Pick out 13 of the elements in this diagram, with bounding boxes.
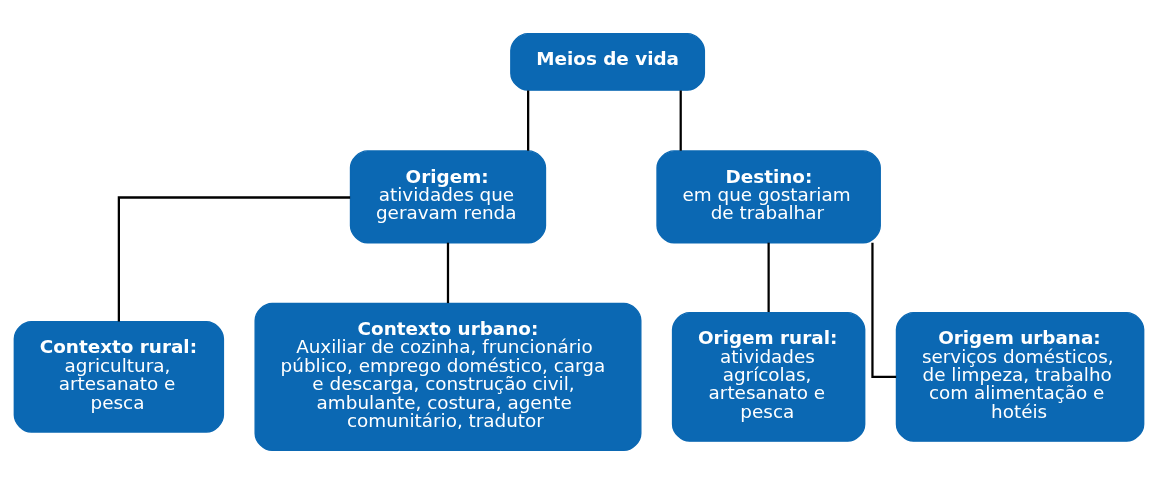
- connector: [527, 90, 530, 151]
- node-box: Destino: em que gostariam de trabalhar: [656, 150, 881, 244]
- node-box: Meios de vida: [510, 32, 706, 91]
- node-box: Contexto rural: agricultura, artesanato e pesca: [13, 321, 225, 433]
- connector: [117, 196, 351, 322]
- connector: [871, 242, 897, 379]
- node-box: Contexto urbano: Auxiliar de cozinha, fruncionário público, emprego doméstico, carga e descarga, construção civil, ambulante, costura, agente comunitário, tradutor: [254, 302, 642, 452]
- node-box: Origem: atividades que geravam renda: [349, 150, 547, 244]
- connector: [446, 242, 450, 304]
- node-box: Origem rural: atividades agrícolas, artesanato e pesca: [671, 311, 866, 442]
- connector: [679, 90, 682, 151]
- connector: [767, 242, 770, 313]
- node-box: Origem urbana: serviços domésticos, de limpeza, trabalho com alimentação e hotéis: [895, 311, 1145, 442]
